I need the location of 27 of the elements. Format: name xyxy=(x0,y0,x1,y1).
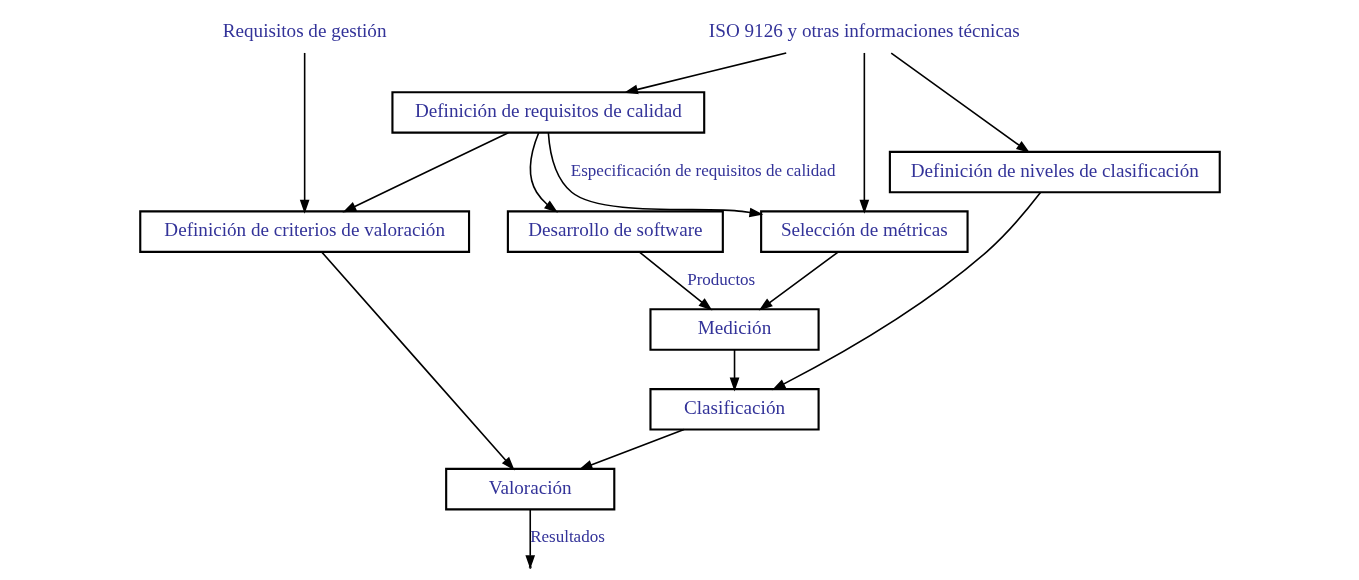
arrow xyxy=(524,508,535,570)
arrow xyxy=(638,251,712,311)
arrow xyxy=(859,52,869,214)
node-box: Desarrollo de software xyxy=(506,210,724,253)
arrow xyxy=(889,52,1030,154)
node-box: Clasificación xyxy=(648,388,820,431)
arrow xyxy=(320,251,515,471)
node-text: Requisitos de gestión xyxy=(222,20,387,42)
node-box: Definición de criterios de valoración xyxy=(138,210,470,253)
node-box: Medición xyxy=(648,308,820,351)
edge-label: Productos xyxy=(686,269,755,289)
edge-label: Resultados xyxy=(529,527,605,547)
node-box: Valoración xyxy=(444,467,615,511)
arrow xyxy=(529,132,558,213)
node-box: Definición de niveles de clasificación xyxy=(888,150,1221,194)
node-box: Selección de métricas xyxy=(759,210,969,253)
arrow xyxy=(578,428,685,470)
node-text: ISO 9126 y otras informaciones técnicas xyxy=(708,20,1020,42)
arrow xyxy=(758,251,839,311)
arrow xyxy=(729,348,739,392)
edge-label: Especificación de requisitos de calidad xyxy=(570,161,835,181)
arrow xyxy=(771,191,1041,391)
arrow xyxy=(547,132,763,218)
arrow xyxy=(623,52,787,95)
node-box: Definición de requisitos de calidad xyxy=(390,91,705,134)
arrow xyxy=(341,131,509,213)
arrow xyxy=(299,52,309,214)
